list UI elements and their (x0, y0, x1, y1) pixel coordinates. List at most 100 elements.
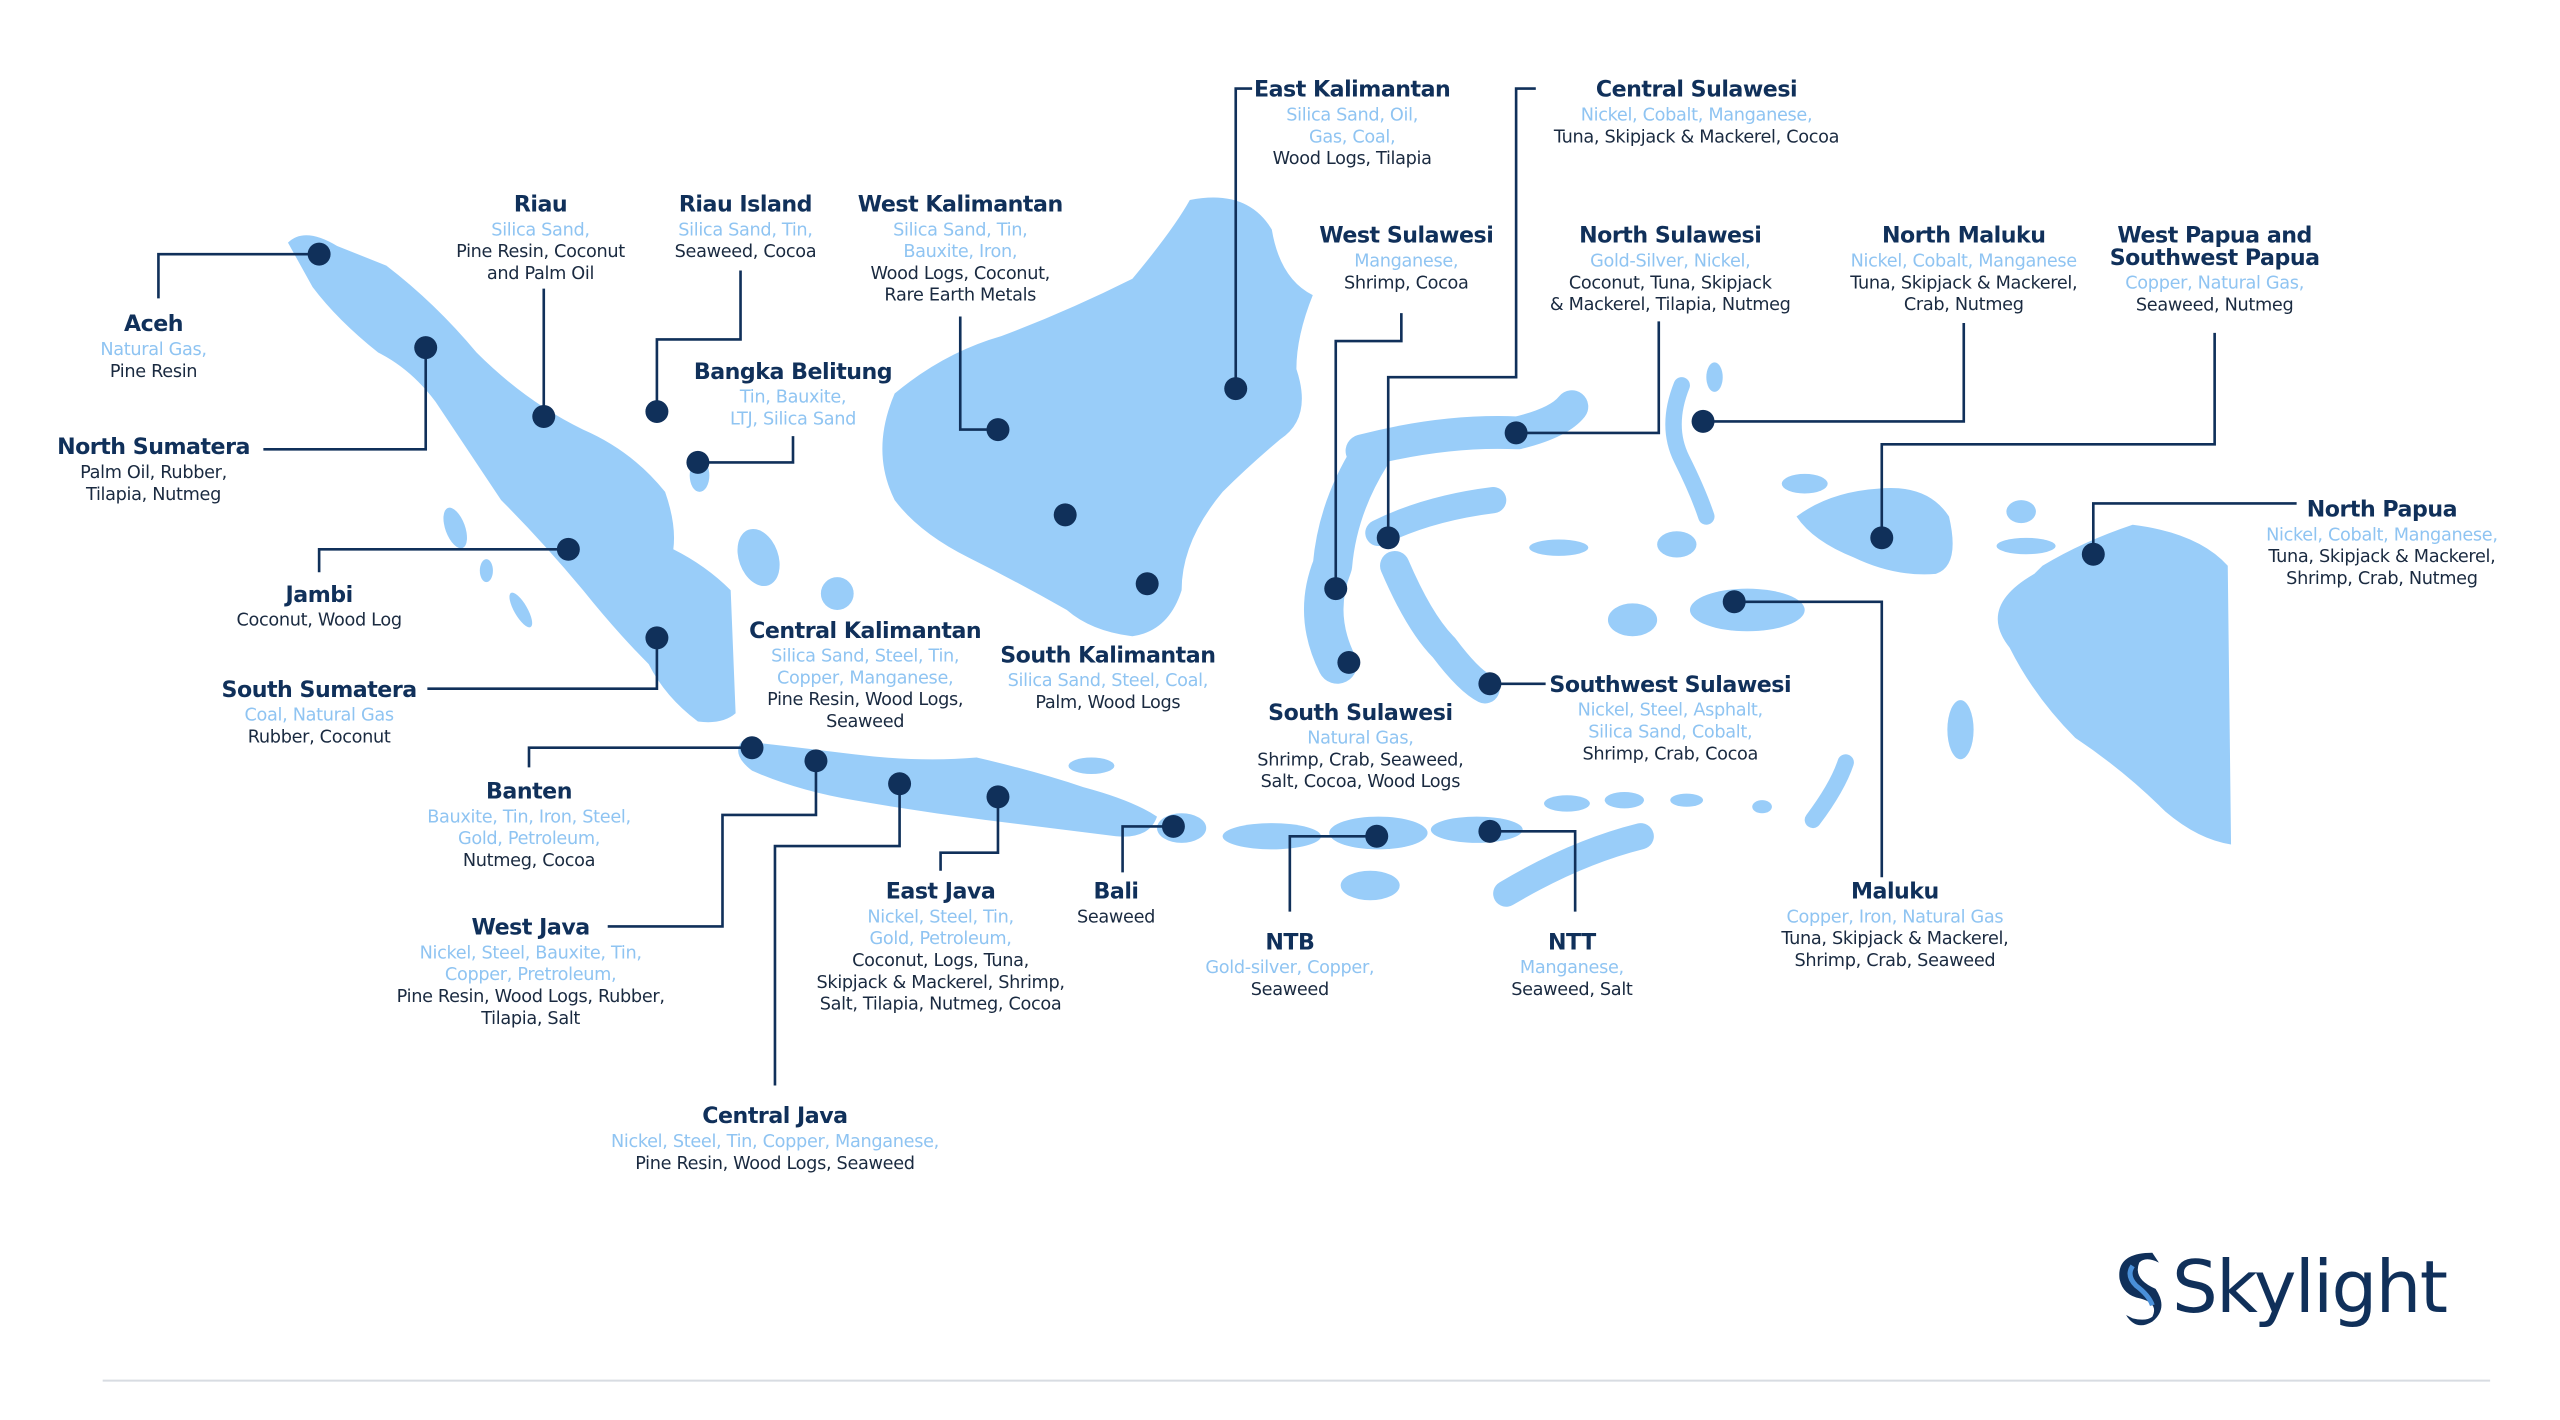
leader-line-north-sulawesi (1516, 321, 1661, 435)
mineral-commodities: Bauxite, Iron, (903, 242, 1017, 262)
other-commodities: Wood Logs, Coconut, (871, 264, 1050, 284)
region-name: Aceh (124, 311, 183, 337)
skylight-logo: Skylight (2119, 1246, 2448, 1330)
marker-maluku[interactable] (1722, 590, 1746, 614)
region-name: NTB (1265, 929, 1314, 955)
marker-south-sumatera[interactable] (645, 626, 669, 650)
mineral-commodities: Tin, Bauxite, (739, 388, 846, 408)
island (1804, 754, 1854, 829)
leader-line-aceh (157, 252, 320, 299)
leader-line-north-sumatera (263, 347, 428, 451)
other-commodities: Pine Resin (110, 362, 197, 382)
other-commodities: Coconut, Wood Log (236, 611, 401, 631)
skylight-s-icon (2119, 1252, 2162, 1326)
island (1222, 823, 1321, 850)
marker-jambi[interactable] (556, 537, 580, 561)
marker-west-sulawesi[interactable] (1324, 577, 1348, 601)
other-commodities: Tuna, Skipjack & Mackerel, (1849, 273, 2077, 293)
marker-east-kalimantan[interactable] (1224, 377, 1248, 401)
marker-aceh[interactable] (307, 242, 331, 266)
region-name: Central Kalimantan (749, 618, 981, 644)
region-name: West Papua and (2117, 223, 2311, 249)
region-name: South Sumatera (222, 677, 417, 703)
region-name: Central Sulawesi (1596, 77, 1797, 103)
marker-riau-island[interactable] (645, 400, 669, 424)
other-commodities: Pine Resin, Wood Logs, Seaweed (635, 1154, 914, 1174)
island (1670, 793, 1704, 807)
marker-central-sulawesi[interactable] (1376, 526, 1400, 550)
marker-west-java[interactable] (804, 749, 828, 773)
marker-central-kalimantan[interactable] (1053, 503, 1077, 527)
marker-south-kalimantan[interactable] (1135, 572, 1159, 596)
island (737, 528, 780, 587)
region-name: Bali (1094, 879, 1139, 905)
other-commodities: Salt, Tilapia, Nutmeg, Cocoa (820, 995, 1062, 1015)
marker-bangka-belitung[interactable] (686, 450, 710, 474)
marker-south-sulawesi[interactable] (1337, 650, 1361, 674)
marker-ntt[interactable] (1478, 819, 1502, 843)
other-commodities: Pine Resin, Wood Logs, (767, 690, 963, 710)
island (479, 559, 493, 583)
region-name: East Kalimantan (1254, 77, 1450, 103)
marker-ntb[interactable] (1365, 824, 1389, 848)
other-commodities: Coconut, Tuna, Skipjack (1569, 273, 1773, 293)
marker-southwest-sulawesi[interactable] (1478, 672, 1502, 696)
region-name: Maluku (1851, 879, 1939, 905)
mineral-commodities: Nickel, Cobalt, Manganese, (1581, 106, 1813, 126)
mineral-commodities: Silica Sand, Cobalt, (1588, 723, 1752, 743)
papua-island (1997, 524, 2232, 845)
mineral-commodities: Nickel, Cobalt, Manganese (1851, 251, 2077, 271)
marker-west-kalimantan[interactable] (986, 418, 1010, 442)
mineral-commodities: Nickel, Cobalt, Manganese, (2266, 525, 2498, 545)
marker-north-sulawesi[interactable] (1504, 421, 1528, 445)
mineral-commodities: Copper, Iron, Natural Gas (1786, 907, 2003, 927)
region-name: Banten (486, 779, 572, 805)
other-commodities: Seaweed (1251, 980, 1329, 1000)
region-name: North Maluku (1882, 223, 2046, 249)
island (1689, 588, 1805, 632)
other-commodities: Tilapia, Nutmeg (85, 485, 221, 505)
island (1604, 791, 1645, 809)
marker-north-papua[interactable] (2081, 542, 2105, 566)
leader-line-west-java (607, 760, 818, 928)
marker-west-papua-and-southwest-papua[interactable] (1870, 526, 1894, 550)
mineral-commodities: Silica Sand, (491, 220, 589, 240)
region-name: East Java (886, 879, 996, 905)
leader-line-central-java (773, 783, 901, 1086)
leader-line-ntb (1288, 834, 1377, 912)
mineral-commodities: Natural Gas, (1307, 729, 1413, 749)
marker-central-java[interactable] (888, 772, 912, 796)
region-name: Jambi (284, 582, 353, 608)
mineral-commodities: Coal, Natural Gas (245, 706, 394, 726)
island (1947, 700, 1974, 760)
marker-banten[interactable] (740, 736, 764, 760)
marker-riau[interactable] (532, 405, 556, 428)
other-commodities: and Palm Oil (487, 264, 594, 284)
marker-bali[interactable] (1161, 814, 1185, 838)
region-name: North Sulawesi (1579, 223, 1761, 249)
other-commodities: Wood Logs, Tilapia (1273, 149, 1432, 169)
island (1706, 362, 1723, 392)
region-name: West Kalimantan (858, 192, 1063, 218)
region-name: North Papua (2307, 497, 2457, 523)
marker-east-java[interactable] (986, 785, 1010, 809)
other-commodities: Salt, Cocoa, Wood Logs (1261, 772, 1461, 792)
leader-line-east-kalimantan (1234, 87, 1253, 389)
leader-line-bali (1121, 825, 1174, 873)
other-commodities: Tuna, Skipjack & Mackerel, Cocoa (1553, 127, 1839, 147)
leader-line-west-kalimantan (958, 316, 998, 431)
marker-north-maluku[interactable] (1691, 409, 1715, 433)
mineral-commodities: Nickel, Steel, Tin, Copper, Manganese, (611, 1132, 939, 1152)
marker-north-sumatera[interactable] (414, 336, 438, 360)
